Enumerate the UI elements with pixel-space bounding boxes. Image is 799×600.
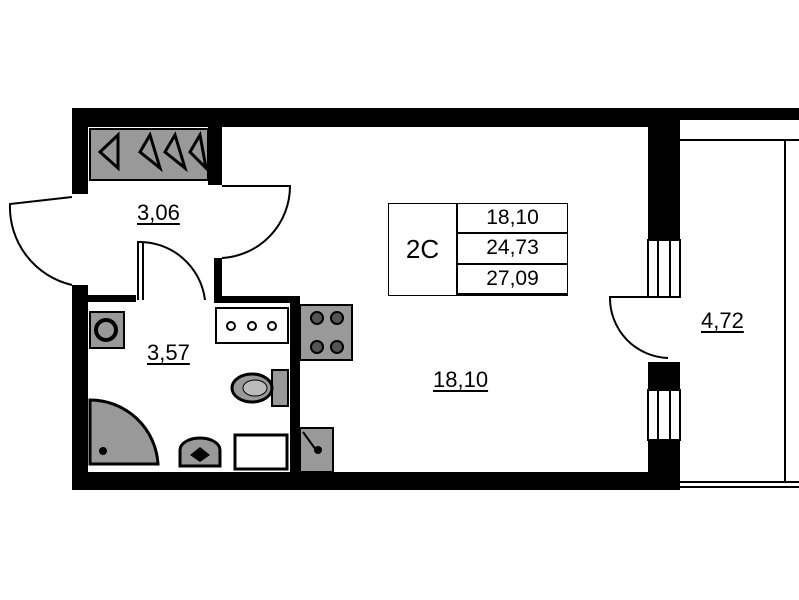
- room-area-balcony: 4,72: [701, 308, 744, 333]
- toilet: [230, 369, 289, 407]
- total-area: 24,73: [456, 234, 567, 265]
- cabinet: [233, 433, 289, 471]
- room-area-hallway: 3,06: [137, 200, 180, 225]
- countertop-sink: [215, 307, 289, 344]
- kitchen-sink: [299, 427, 334, 473]
- room-area-living-room: 18,10: [433, 367, 489, 392]
- washing-machine: [89, 311, 125, 349]
- wardrobe: [89, 128, 209, 181]
- shower-tray: [88, 398, 160, 466]
- apartment-summary-box: 2C 18,10 24,73 27,09: [388, 203, 568, 296]
- balcony-outline: [680, 139, 799, 488]
- stove: [299, 304, 353, 361]
- room-area-bathroom: 3,57: [147, 340, 190, 365]
- doors: [8, 185, 669, 359]
- washbasin: [178, 436, 222, 468]
- window: [647, 239, 681, 441]
- apartment-type: 2C: [405, 234, 440, 264]
- walls: [72, 108, 799, 490]
- living-area: 18,10: [456, 204, 567, 235]
- total-area-with-balcony: 27,09: [456, 264, 567, 295]
